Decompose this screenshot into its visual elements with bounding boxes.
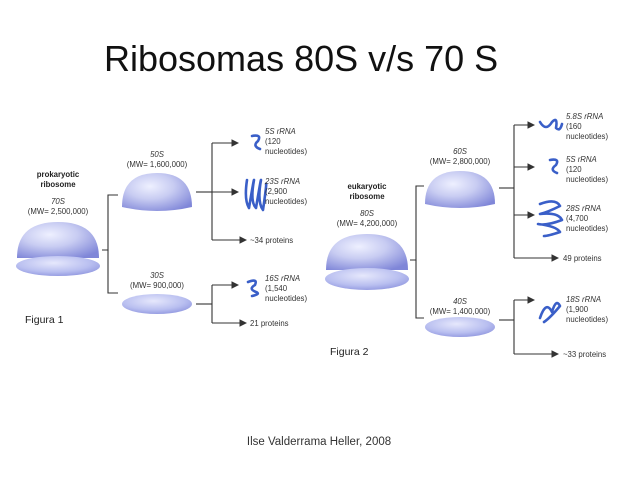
rrna-28s-length: (4,700 xyxy=(566,214,589,223)
rrna-18s-length: (1,900 xyxy=(566,305,589,314)
rrna-58s-strand xyxy=(538,118,564,131)
rrna-5s-euk-name: 5S rRNA xyxy=(566,155,597,164)
rrna-18s-strand xyxy=(538,301,562,324)
subunit-60s-mw: (MW= 2,800,000) xyxy=(430,157,491,166)
rrna-28s-unit: nucleotides) xyxy=(566,224,608,233)
proteins-60s: 49 proteins xyxy=(563,254,602,263)
subunit-60s-size: 60S xyxy=(453,147,468,156)
ribosome-70s-large-part xyxy=(17,222,99,258)
figure-1-caption: Figura 1 xyxy=(25,314,64,326)
proteins-40s: ~33 proteins xyxy=(563,350,606,359)
subunit-30s xyxy=(122,294,192,314)
rrna-16s-strand xyxy=(246,279,260,298)
branch-to-40s xyxy=(415,260,424,319)
ribosome-80s-size: 80S xyxy=(360,209,375,218)
subunit-30s-size: 30S xyxy=(150,271,165,280)
ribosome-80s-large-part xyxy=(326,234,408,270)
subunit-50s-mw: (MW= 1,600,000) xyxy=(127,160,188,169)
proteins-50s: ~34 proteins xyxy=(250,236,293,245)
rrna-23s-strand xyxy=(244,178,268,212)
rrna-16s-name: 16S rRNA xyxy=(265,274,300,283)
rrna-28s-strand xyxy=(536,200,564,238)
subunit-60s xyxy=(425,171,495,208)
subunit-40s-size: 40S xyxy=(453,297,468,306)
slide-title: Ribosomas 80S v/s 70 S xyxy=(104,38,499,79)
rrna-16s-length: (1,540 xyxy=(265,284,288,293)
rrna-5s-name: 5S rRNA xyxy=(265,127,296,136)
proteins-30s: 21 proteins xyxy=(250,319,289,328)
subunit-40s-mw: (MW= 1,400,000) xyxy=(430,307,491,316)
ribosome-80s-mw: (MW= 4,200,000) xyxy=(337,219,398,228)
rrna-5s-euk-strand xyxy=(548,158,559,175)
eukaryotic-label-line2: ribosome xyxy=(349,192,385,201)
rrna-23s-unit: nucleotides) xyxy=(265,197,307,206)
rrna-5s-euk-length: (120 xyxy=(566,165,582,174)
subunit-30s-mw: (MW= 900,000) xyxy=(130,281,184,290)
rrna-18s-unit: nucleotides) xyxy=(566,315,608,324)
figure-2: eukaryotic ribosome 80S (MW= 4,200,000) … xyxy=(325,112,608,359)
rrna-58s-unit: nucleotides) xyxy=(566,132,608,141)
prokaryotic-label-line1: prokaryotic xyxy=(37,170,80,179)
rrna-5s-unit: nucleotides) xyxy=(265,147,307,156)
rrna-28s-name: 28S rRNA xyxy=(565,204,601,213)
rrna-23s-length: (2,900 xyxy=(265,187,288,196)
rrna-58s-length: (160 xyxy=(566,122,582,131)
ribosome-80s-small-part xyxy=(325,268,409,290)
subunit-50s-size: 50S xyxy=(150,150,165,159)
rrna-58s-name: 5.8S rRNA xyxy=(566,112,603,121)
figure-2-caption: Figura 2 xyxy=(330,346,369,358)
rrna-16s-unit: nucleotides) xyxy=(265,294,307,303)
rrna-5s-length: (120 xyxy=(265,137,281,146)
subunit-50s xyxy=(122,173,192,211)
branch-to-60s xyxy=(410,185,424,261)
rrna-18s-name: 18S rRNA xyxy=(566,295,601,304)
ribosome-70s-small-part xyxy=(16,256,100,276)
figure-1: prokaryotic ribosome 70S (MW= 2,500,000)… xyxy=(16,127,307,328)
branch-to-50s xyxy=(102,194,118,251)
rrna-23s-name: 23S rRNA xyxy=(264,177,300,186)
ribosome-70s-mw: (MW= 2,500,000) xyxy=(28,207,89,216)
prokaryotic-label-line2: ribosome xyxy=(40,180,76,189)
subunit-40s xyxy=(425,317,495,337)
branch-to-30s xyxy=(107,250,118,294)
rrna-5s-strand xyxy=(250,134,262,151)
credit-line: Ilse Valderrama Heller, 2008 xyxy=(246,436,392,448)
ribosome-70s-size: 70S xyxy=(51,197,66,206)
rrna-5s-euk-unit: nucleotides) xyxy=(566,175,608,184)
eukaryotic-label-line1: eukaryotic xyxy=(347,182,387,191)
